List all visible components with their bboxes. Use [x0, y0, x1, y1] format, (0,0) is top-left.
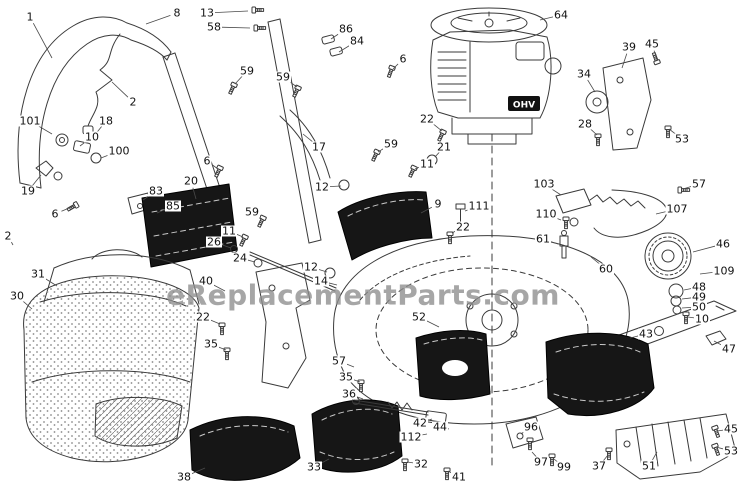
lower-handle-illustration	[162, 18, 331, 244]
callout-9: 9	[433, 197, 443, 211]
callout-99: 99	[556, 460, 572, 474]
callout-48: 48	[691, 280, 707, 294]
callout-40: 40	[198, 274, 214, 288]
callout-45: 45	[723, 422, 739, 436]
grass-bag-illustration	[23, 249, 200, 463]
callout-37: 37	[591, 459, 607, 473]
callout-2: 2	[128, 95, 138, 109]
rear-bracket-illustration	[585, 57, 652, 151]
callout-46: 46	[715, 237, 731, 251]
engine-illustration: OHV	[430, 7, 562, 469]
callout-60: 60	[598, 262, 614, 276]
callout-59: 59	[275, 70, 291, 84]
callout-97: 97	[533, 455, 549, 469]
callout-86: 86	[338, 22, 354, 36]
callout-22: 22	[455, 220, 471, 234]
callout-107: 107	[665, 202, 689, 216]
engine-base-illustration	[615, 413, 737, 480]
callout-30: 30	[9, 289, 25, 303]
callout-83: 83	[148, 184, 164, 198]
spark-plug-illustration	[559, 230, 569, 259]
callout-53: 53	[723, 444, 739, 458]
callout-61: 61	[535, 232, 551, 246]
callout-34: 34	[576, 67, 592, 81]
callout-20: 20	[183, 174, 199, 188]
brake-control-illustration	[555, 188, 668, 238]
callout-44: 44	[432, 420, 448, 434]
front-baffle-illustration	[337, 191, 433, 261]
callout-11: 11	[221, 224, 237, 238]
callout-17: 17	[311, 140, 327, 154]
callout-59: 59	[239, 64, 255, 78]
callout-21: 21	[436, 140, 452, 154]
callout-38: 38	[176, 470, 192, 484]
rear-door-illustration	[545, 332, 655, 417]
callout-32: 32	[413, 457, 429, 471]
callout-43: 43	[638, 327, 654, 341]
watermark-text: eReplacementParts.com	[166, 278, 560, 312]
callout-31: 31	[30, 267, 46, 281]
bottom-cover-illustration	[311, 399, 403, 473]
callout-10: 10	[694, 312, 710, 326]
callout-112: 112	[399, 430, 423, 444]
callout-2: 2	[3, 229, 13, 243]
callout-47: 47	[721, 342, 737, 356]
callout-10: 10	[84, 130, 100, 144]
handle-rod-illustration	[352, 397, 429, 416]
callout-36: 36	[341, 387, 357, 401]
callout-52: 52	[411, 310, 427, 324]
callout-59: 59	[383, 137, 399, 151]
callout-11: 11	[419, 157, 435, 171]
callout-42: 42	[412, 416, 428, 430]
callout-41: 41	[451, 470, 467, 484]
callout-53: 53	[674, 132, 690, 146]
callout-59: 59	[244, 205, 260, 219]
callout-35: 35	[203, 337, 219, 351]
callout-24: 24	[232, 251, 248, 265]
callout-6: 6	[398, 52, 408, 66]
callout-1: 1	[25, 10, 35, 24]
callout-13: 13	[199, 6, 215, 20]
callout-6: 6	[50, 207, 60, 221]
callout-12: 12	[303, 260, 319, 274]
callout-57: 57	[691, 177, 707, 191]
callout-26: 26	[206, 235, 222, 249]
callout-39: 39	[621, 40, 637, 54]
callout-100: 100	[107, 144, 131, 158]
clutch-pulley-illustration	[644, 232, 692, 315]
callout-110: 110	[534, 207, 558, 221]
callout-84: 84	[349, 34, 365, 48]
callout-50: 50	[691, 300, 707, 314]
callout-45: 45	[644, 37, 660, 51]
deck-shield-illustration	[415, 330, 491, 401]
callout-58: 58	[206, 20, 222, 34]
callout-28: 28	[577, 117, 593, 131]
callout-22: 22	[419, 112, 435, 126]
callout-57: 57	[331, 354, 347, 368]
callout-18: 18	[98, 114, 114, 128]
callout-8: 8	[172, 6, 182, 20]
callout-14: 14	[313, 274, 329, 288]
callout-64: 64	[553, 8, 569, 22]
callout-33: 33	[306, 460, 322, 474]
callout-51: 51	[641, 459, 657, 473]
callout-96: 96	[523, 420, 539, 434]
callout-6: 6	[202, 154, 212, 168]
callout-109: 109	[712, 264, 736, 278]
callout-22: 22	[195, 310, 211, 324]
callout-35: 35	[338, 370, 354, 384]
callout-111: 111	[467, 199, 491, 213]
callout-103: 103	[532, 177, 556, 191]
callout-49: 49	[691, 290, 707, 304]
callout-101: 101	[18, 114, 42, 128]
callout-85: 85	[165, 199, 181, 213]
engine-badge: OHV	[513, 101, 535, 111]
upper-handle-illustration	[17, 16, 172, 189]
mulch-plug-illustration	[189, 416, 301, 481]
callout-19: 19	[20, 184, 36, 198]
callout-12: 12	[314, 180, 330, 194]
